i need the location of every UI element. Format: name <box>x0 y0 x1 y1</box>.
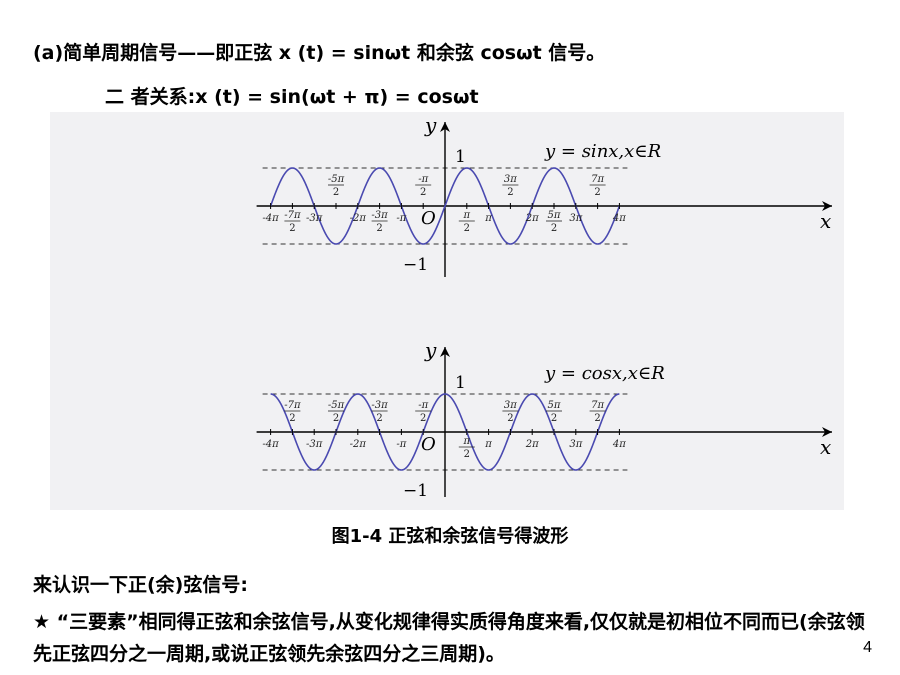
tick-label-1-11: 2π <box>525 439 539 450</box>
x-axis-arrow-1 <box>822 427 832 437</box>
tick-denominator-1-14: 2 <box>594 413 600 424</box>
tick-label-0-5: -3π <box>371 210 388 221</box>
y-tick-top-0: 1 <box>455 147 466 167</box>
tick-label-1-6: -π <box>396 439 406 450</box>
tick-label-0-3: -5π <box>328 174 345 185</box>
tick-label-1-4: -2π <box>350 439 367 450</box>
tick-label-0-10: 3π <box>504 174 517 185</box>
tick-label-1-0: -4π <box>262 439 279 450</box>
tick-label-1-5: -3π <box>371 400 388 411</box>
cos-curve <box>270 393 620 471</box>
tick-label-1-1: -7π <box>284 400 301 411</box>
figure-caption: 图1-4 正弦和余弦信号得波形 <box>331 526 569 547</box>
tick-denominator-1-7: 2 <box>420 413 426 424</box>
tick-label-1-12: 5π <box>548 400 561 411</box>
tick-denominator-0-7: 2 <box>420 187 426 198</box>
tick-denominator-1-5: 2 <box>376 413 382 424</box>
tick-label-0-11: 2π <box>525 213 539 224</box>
tick-label-0-9: π <box>484 213 492 224</box>
tick-label-0-14: 7π <box>591 174 604 185</box>
x-axis-label-1: x <box>820 435 831 459</box>
origin-label-0: O <box>421 208 436 229</box>
x-axis-arrow-0 <box>822 201 832 211</box>
equation-label-1: y = cosx,x∈R <box>544 363 665 384</box>
tick-label-0-7: -π <box>418 174 428 185</box>
intro-text: 来认识一下正(余)弦信号: <box>33 574 248 596</box>
y-tick-top-1: 1 <box>455 373 466 393</box>
tick-denominator-0-8: 2 <box>464 223 470 234</box>
y-tick-bottom-1: −1 <box>403 481 428 501</box>
equation-label-0: y = sinx,x∈R <box>544 141 661 162</box>
tick-label-1-2: -3π <box>306 439 323 450</box>
header-line-1: (a)简单周期信号——即正弦 x (t) = sinωt 和余弦 cosωt 信… <box>33 42 606 64</box>
y-axis-arrow-1 <box>440 347 450 357</box>
tick-denominator-0-3: 2 <box>333 187 339 198</box>
tick-denominator-0-14: 2 <box>594 187 600 198</box>
tick-denominator-1-1: 2 <box>289 413 295 424</box>
tick-denominator-0-10: 2 <box>507 187 513 198</box>
tick-label-1-15: 4π <box>612 439 626 450</box>
tick-label-1-3: -5π <box>328 400 345 411</box>
tick-label-0-15: 4π <box>612 213 626 224</box>
tick-denominator-1-8: 2 <box>464 449 470 460</box>
y-axis-label-1: y <box>424 338 437 362</box>
y-axis-arrow-0 <box>440 122 450 132</box>
sin-curve <box>269 167 621 245</box>
tick-denominator-1-12: 2 <box>551 413 557 424</box>
tick-label-1-7: -π <box>418 400 428 411</box>
tick-label-0-2: -3π <box>306 213 323 224</box>
tick-denominator-1-3: 2 <box>333 413 339 424</box>
page-number: 4 <box>863 639 872 656</box>
tick-label-1-9: π <box>484 439 492 450</box>
y-tick-bottom-0: −1 <box>403 255 428 275</box>
x-axis-label-0: x <box>820 209 831 233</box>
tick-label-1-14: 7π <box>591 400 604 411</box>
tick-label-1-8: π <box>463 436 471 447</box>
tick-label-0-12: 5π <box>548 210 561 221</box>
tick-label-0-0: -4π <box>262 213 279 224</box>
header-line-2: 二 者关系:x (t) = sin(ωt + π) = cosωt <box>105 86 479 108</box>
tick-label-0-8: π <box>463 210 471 221</box>
tick-label-0-13: 3π <box>569 213 582 224</box>
tick-denominator-0-1: 2 <box>289 223 295 234</box>
tick-denominator-0-5: 2 <box>376 223 382 234</box>
tick-label-0-1: -7π <box>284 210 301 221</box>
tick-denominator-0-12: 2 <box>551 223 557 234</box>
tick-label-0-4: -2π <box>350 213 367 224</box>
y-axis-label-0: y <box>424 113 437 137</box>
tick-label-1-13: 3π <box>569 439 582 450</box>
tick-denominator-1-10: 2 <box>507 413 513 424</box>
tick-label-1-10: 3π <box>504 400 517 411</box>
origin-label-1: O <box>421 434 436 455</box>
tick-label-0-6: -π <box>396 213 406 224</box>
body-paragraph: ★ “三要素”相同得正弦和余弦信号,从变化规律得实质得角度来看,仅仅就是初相位不… <box>33 611 865 665</box>
